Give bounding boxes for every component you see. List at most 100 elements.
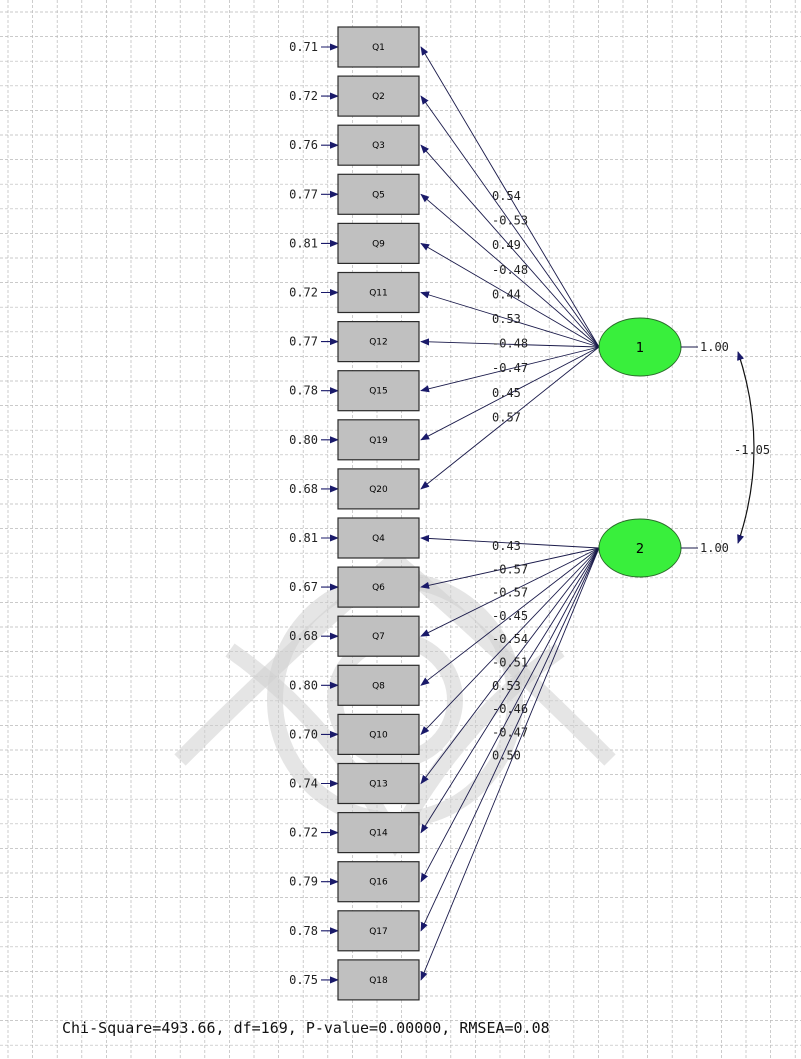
loading-path-q13 — [420, 547, 600, 785]
loading-path-q5 — [420, 193, 600, 348]
indicator-label-q4: Q4 — [372, 534, 385, 544]
indicator-box-q20 — [337, 468, 420, 510]
loading-value-q13: -0.51 — [492, 656, 528, 670]
indicator-box-q6 — [337, 566, 420, 608]
error-variance-q19: 0.80 — [289, 433, 318, 447]
error-variance-q17: 0.78 — [289, 924, 318, 938]
indicator-label-q11: Q11 — [369, 289, 388, 299]
indicator-box-q3 — [337, 124, 420, 166]
indicator-label-q17: Q17 — [369, 927, 388, 937]
error-variance-q16: 0.79 — [289, 875, 318, 889]
indicator-box-q15 — [337, 370, 420, 412]
indicator-label-q19: Q19 — [369, 436, 388, 446]
error-variance-q12: 0.77 — [289, 335, 318, 349]
indicator-box-q4 — [337, 517, 420, 559]
indicator-label-q9: Q9 — [372, 239, 385, 249]
loading-path-q6 — [420, 547, 600, 589]
error-variance-q9: 0.81 — [289, 236, 318, 250]
loading-value-q4: 0.43 — [492, 539, 521, 553]
indicator-box-q1 — [337, 26, 420, 68]
indicator-label-q10: Q10 — [369, 730, 388, 740]
error-variance-q7: 0.68 — [289, 629, 318, 643]
factor-label-2: 2 — [636, 542, 644, 557]
factor-variance-1: 1.00 — [700, 340, 729, 354]
indicator-label-q18: Q18 — [369, 976, 388, 986]
indicator-label-q14: Q14 — [369, 829, 388, 839]
loading-value-q15: -0.47 — [492, 361, 528, 375]
factor-label-1: 1 — [636, 341, 644, 356]
fit-statistics: Chi-Square=493.66, df=169, P-value=0.000… — [62, 1019, 550, 1037]
loading-value-q6: -0.57 — [492, 562, 528, 576]
loading-path-q2 — [420, 95, 600, 348]
indicator-label-q16: Q16 — [369, 878, 388, 888]
loading-path-q9 — [420, 242, 600, 348]
loading-path-q11 — [420, 291, 600, 348]
loading-path-q15 — [420, 346, 600, 393]
indicator-box-q7 — [337, 615, 420, 657]
indicator-label-q13: Q13 — [369, 780, 388, 790]
indicator-box-q19 — [337, 419, 420, 461]
loading-value-q17: -0.47 — [492, 725, 528, 739]
loading-path-q16 — [420, 547, 600, 883]
indicator-box-q2 — [337, 75, 420, 117]
error-variance-q13: 0.74 — [289, 777, 318, 791]
loading-path-q19 — [420, 346, 600, 441]
loading-path-q20 — [420, 346, 600, 490]
error-variance-q10: 0.70 — [289, 727, 318, 741]
factor-variance-2: 1.00 — [700, 541, 729, 555]
indicator-boxes-layer: Q1Q2Q3Q5Q9Q11Q12Q15Q19Q20Q4Q6Q7Q8Q10Q13Q… — [337, 26, 420, 1001]
indicator-label-q6: Q6 — [372, 583, 385, 593]
indicator-label-q2: Q2 — [372, 92, 385, 102]
loading-value-q18: 0.50 — [492, 749, 521, 763]
indicator-box-q14 — [337, 811, 420, 854]
indicator-label-q1: Q1 — [372, 43, 385, 53]
loading-value-q14: 0.53 — [492, 679, 521, 693]
loading-path-q3 — [420, 144, 600, 348]
loading-value-q1: 0.54 — [492, 189, 521, 203]
loading-value-q11: 0.53 — [492, 312, 521, 326]
indicator-box-q9 — [337, 222, 420, 264]
error-variance-q20: 0.68 — [289, 482, 318, 496]
error-variance-q8: 0.80 — [289, 678, 318, 692]
error-variance-q15: 0.78 — [289, 384, 318, 398]
loading-path-q7 — [420, 547, 600, 637]
loading-value-q19: 0.45 — [492, 386, 521, 400]
error-variance-q4: 0.81 — [289, 531, 318, 545]
indicator-label-q20: Q20 — [369, 485, 388, 495]
indicator-box-q11 — [337, 271, 420, 314]
error-variance-q5: 0.77 — [289, 187, 318, 201]
indicator-box-q17 — [337, 910, 420, 952]
error-variance-layer: 0.71 0.72 0.76 0.77 0.81 0.72 0.77 0.78 0.80 0.68… — [289, 40, 339, 987]
error-variance-q14: 0.72 — [289, 826, 318, 840]
loading-value-q16: -0.46 — [492, 702, 528, 716]
loading-path-q14 — [420, 547, 600, 834]
covariance-arrow — [737, 351, 755, 544]
loading-value-q12: -0.48 — [492, 337, 528, 351]
indicator-label-q3: Q3 — [372, 141, 385, 151]
error-variance-q1: 0.71 — [289, 40, 318, 54]
error-variance-q2: 0.72 — [289, 89, 318, 103]
error-variance-q18: 0.75 — [289, 973, 318, 987]
loading-path-q8 — [420, 547, 600, 686]
loading-value-q10: -0.54 — [492, 632, 528, 646]
error-variance-q3: 0.76 — [289, 138, 318, 152]
indicator-box-q5 — [337, 173, 420, 215]
loading-path-q17 — [420, 547, 600, 932]
loading-value-q2: -0.53 — [492, 214, 528, 228]
loading-path-q1 — [420, 46, 600, 348]
indicator-box-q10 — [337, 713, 420, 756]
loading-value-q3: 0.49 — [492, 238, 521, 252]
loading-paths-layer: 0.54-0.530.49-0.480.440.53-0.48-0.470.45… — [420, 46, 600, 981]
loading-path-q12 — [420, 338, 600, 348]
error-variance-q11: 0.72 — [289, 286, 318, 300]
indicator-box-q16 — [337, 861, 420, 903]
loading-value-q9: 0.44 — [492, 287, 521, 301]
indicator-label-q8: Q8 — [372, 681, 385, 691]
indicator-box-q8 — [337, 664, 420, 706]
indicator-label-q5: Q5 — [372, 190, 385, 200]
loading-path-q18 — [420, 547, 600, 981]
indicator-label-q15: Q15 — [369, 387, 388, 397]
indicator-box-q13 — [337, 762, 420, 805]
loading-value-q8: -0.45 — [492, 609, 528, 623]
